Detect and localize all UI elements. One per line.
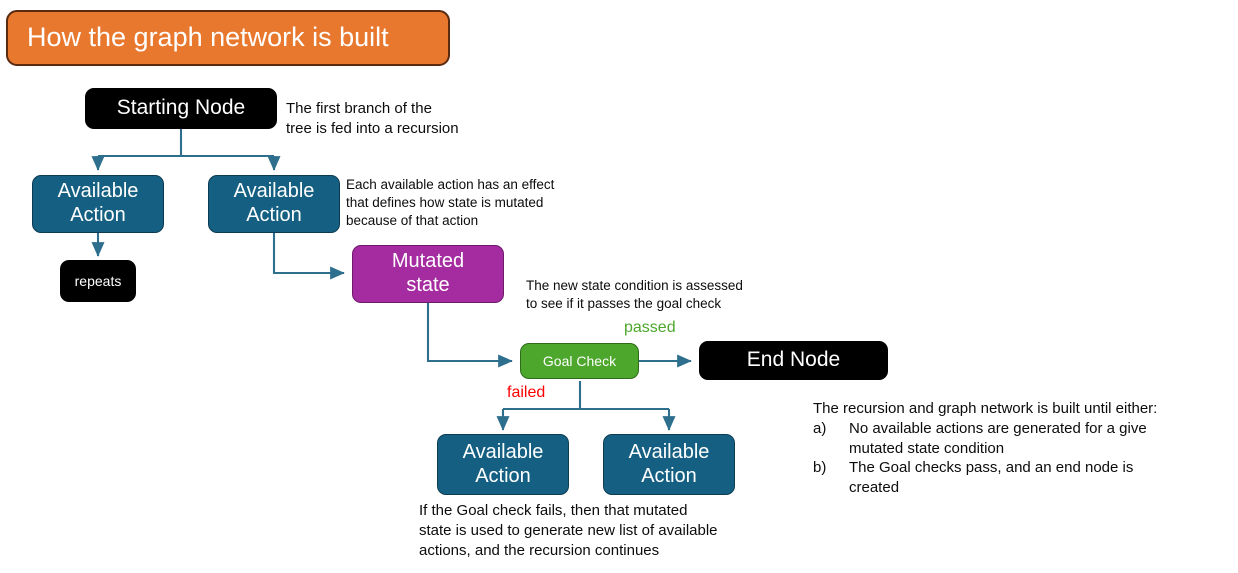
node-available-action-1[interactable]: Available Action xyxy=(32,175,164,233)
node-goal-check[interactable]: Goal Check xyxy=(520,343,639,379)
edge-label-passed: passed xyxy=(624,319,676,336)
summary-item-b-text: The Goal checks pass, and an end node is… xyxy=(849,459,1134,497)
note-first-branch: The first branch of the tree is fed into… xyxy=(286,100,459,137)
note-action-effect: Each available action has an effect that… xyxy=(346,177,555,228)
node-repeats[interactable]: repeats xyxy=(60,260,136,302)
node-mutated-state[interactable]: Mutated state xyxy=(352,245,504,303)
node-available-action-4[interactable]: Available Action xyxy=(603,434,735,495)
note-state-assessed: The new state condition is assessed to s… xyxy=(526,278,743,311)
summary-item-a: a) No available actions are generated fo… xyxy=(813,419,1225,459)
edge-available2-to-mutated xyxy=(272,233,345,280)
note-goal-check-fails: If the Goal check fails, then that mutat… xyxy=(419,502,718,559)
summary-intro: The recursion and graph network is built… xyxy=(813,400,1158,417)
title-banner: How the graph network is built xyxy=(6,10,450,66)
node-available-action-2[interactable]: Available Action xyxy=(208,175,340,233)
summary-item-b-marker: b) xyxy=(813,459,827,477)
summary-item-a-marker: a) xyxy=(813,419,827,437)
summary-item-a-text: No available actions are generated for a… xyxy=(849,419,1147,457)
node-end-node[interactable]: End Node xyxy=(699,341,888,380)
node-available-action-3[interactable]: Available Action xyxy=(437,434,569,495)
edge-label-failed: failed xyxy=(507,384,546,401)
node-starting-node[interactable]: Starting Node xyxy=(85,88,277,129)
summary-block: The recursion and graph network is built… xyxy=(813,399,1225,498)
summary-item-b: b) The Goal checks pass, and an end node… xyxy=(813,458,1225,498)
edge-mutated-to-goalcheck xyxy=(426,303,513,368)
